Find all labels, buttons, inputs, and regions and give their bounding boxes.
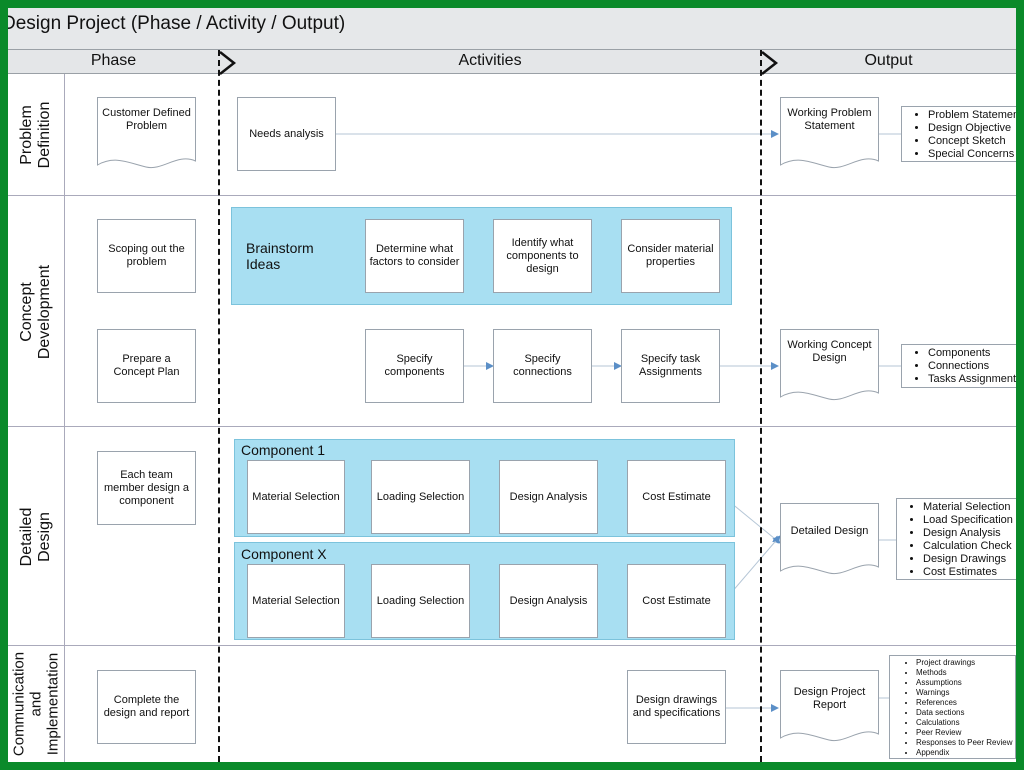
doc-label: Customer Defined Problem bbox=[102, 107, 191, 132]
list-item: References bbox=[916, 698, 1015, 708]
design-analysis-box: Design Analysis bbox=[499, 564, 598, 638]
doc-label: Detailed Design bbox=[790, 525, 869, 537]
list-item: Peer Review bbox=[916, 728, 1015, 738]
component-1-label: Component 1 bbox=[241, 442, 326, 458]
list-item: Data sections bbox=[916, 708, 1015, 718]
diagram-title-text: Design Project (Phase / Activity / Outpu… bbox=[8, 13, 346, 34]
needs-analysis-box: Needs analysis bbox=[237, 97, 336, 171]
identify-components-box: Identify what components to design bbox=[493, 219, 592, 293]
list-item: Components bbox=[928, 347, 1016, 360]
design-analysis-box: Design Analysis bbox=[499, 460, 598, 534]
problem-outputs-list: Problem Statement Design Objective Conce… bbox=[901, 106, 1016, 162]
list-item: Design Objective bbox=[928, 122, 1016, 135]
loading-selection-box: Loading Selection bbox=[371, 460, 470, 534]
diagram-frame: Design Project (Phase / Activity / Outpu… bbox=[8, 8, 1016, 762]
consider-material-box: Consider material properties bbox=[621, 219, 720, 293]
list-item: Appendix bbox=[916, 748, 1015, 758]
chevron-right-icon bbox=[219, 51, 237, 75]
list-item: Warnings bbox=[916, 688, 1015, 698]
diagram-title: Design Project (Phase / Activity / Outpu… bbox=[8, 8, 1016, 50]
doc-label: Working Concept Design bbox=[787, 339, 872, 364]
design-drawings-specs-box: Design drawings and specifications bbox=[627, 670, 726, 744]
customer-defined-problem-doc: Customer Defined Problem bbox=[97, 97, 196, 173]
list-item: Cost Estimates bbox=[923, 566, 1016, 579]
lane-detailed-design bbox=[8, 427, 1016, 646]
list-item: Material Selection bbox=[923, 501, 1016, 514]
detailed-design-doc: Detailed Design bbox=[780, 503, 879, 579]
list-item: Project drawings bbox=[916, 658, 1015, 668]
component-x-label: Component X bbox=[241, 546, 327, 562]
activities-output-divider bbox=[760, 50, 762, 762]
doc-label: Working Problem Statement bbox=[787, 107, 872, 132]
list-item: Design Analysis bbox=[923, 527, 1016, 540]
working-concept-design-doc: Working Concept Design bbox=[780, 329, 879, 405]
prepare-concept-plan-box: Prepare a Concept Plan bbox=[97, 329, 196, 403]
list-item: Tasks Assignments bbox=[928, 373, 1016, 386]
brainstorm-label: Brainstorm Ideas bbox=[246, 240, 314, 272]
cost-estimate-box: Cost Estimate bbox=[627, 460, 726, 534]
phase-activities-divider bbox=[218, 50, 220, 762]
material-selection-box: Material Selection bbox=[247, 460, 345, 534]
material-selection-box: Material Selection bbox=[247, 564, 345, 638]
determine-factors-box: Determine what factors to consider bbox=[365, 219, 464, 293]
phase-header: Phase bbox=[8, 50, 219, 74]
specify-tasks-box: Specify task Assignments bbox=[621, 329, 720, 403]
scoping-box: Scoping out the problem bbox=[97, 219, 196, 293]
list-item: Special Concerns bbox=[928, 148, 1016, 161]
detailed-outputs-list: Material Selection Load Specification De… bbox=[896, 498, 1016, 580]
lane-label-cell: Detailed Design bbox=[8, 427, 65, 646]
list-item: Load Specification bbox=[923, 514, 1016, 527]
working-problem-statement-doc: Working Problem Statement bbox=[780, 97, 879, 173]
lane-label-cell: Problem Definition bbox=[8, 74, 65, 196]
list-item: Calculation Check bbox=[923, 540, 1016, 553]
concept-outputs-list: Components Connections Tasks Assignments bbox=[901, 344, 1016, 388]
chevron-right-icon bbox=[761, 51, 779, 75]
lane-label-cell: Communication and Implementation bbox=[8, 646, 65, 762]
lane-concept-development bbox=[8, 196, 1016, 427]
loading-selection-box: Loading Selection bbox=[371, 564, 470, 638]
specify-components-box: Specify components bbox=[365, 329, 464, 403]
list-item: Calculations bbox=[916, 718, 1015, 728]
lane-problem-definition bbox=[8, 74, 1016, 196]
list-item: Responses to Peer Review bbox=[916, 738, 1015, 748]
each-member-box: Each team member design a component bbox=[97, 451, 196, 525]
cost-estimate-box: Cost Estimate bbox=[627, 564, 726, 638]
complete-design-box: Complete the design and report bbox=[97, 670, 196, 744]
design-project-report-doc: Design Project Report bbox=[780, 670, 879, 746]
list-item: Concept Sketch bbox=[928, 135, 1016, 148]
list-item: Connections bbox=[928, 360, 1016, 373]
doc-label: Design Project Report bbox=[793, 686, 866, 711]
output-header: Output bbox=[761, 50, 1016, 74]
list-item: Problem Statement bbox=[928, 109, 1016, 122]
list-item: Design Drawings bbox=[923, 553, 1016, 566]
divider-chevrons bbox=[219, 51, 779, 75]
lane-label-cell: Concept Development bbox=[8, 196, 65, 427]
activities-header: Activities bbox=[219, 50, 761, 74]
report-outputs-list: Project drawings Methods Assumptions War… bbox=[889, 655, 1016, 759]
list-item: Assumptions bbox=[916, 678, 1015, 688]
specify-connections-box: Specify connections bbox=[493, 329, 592, 403]
list-item: Methods bbox=[916, 668, 1015, 678]
